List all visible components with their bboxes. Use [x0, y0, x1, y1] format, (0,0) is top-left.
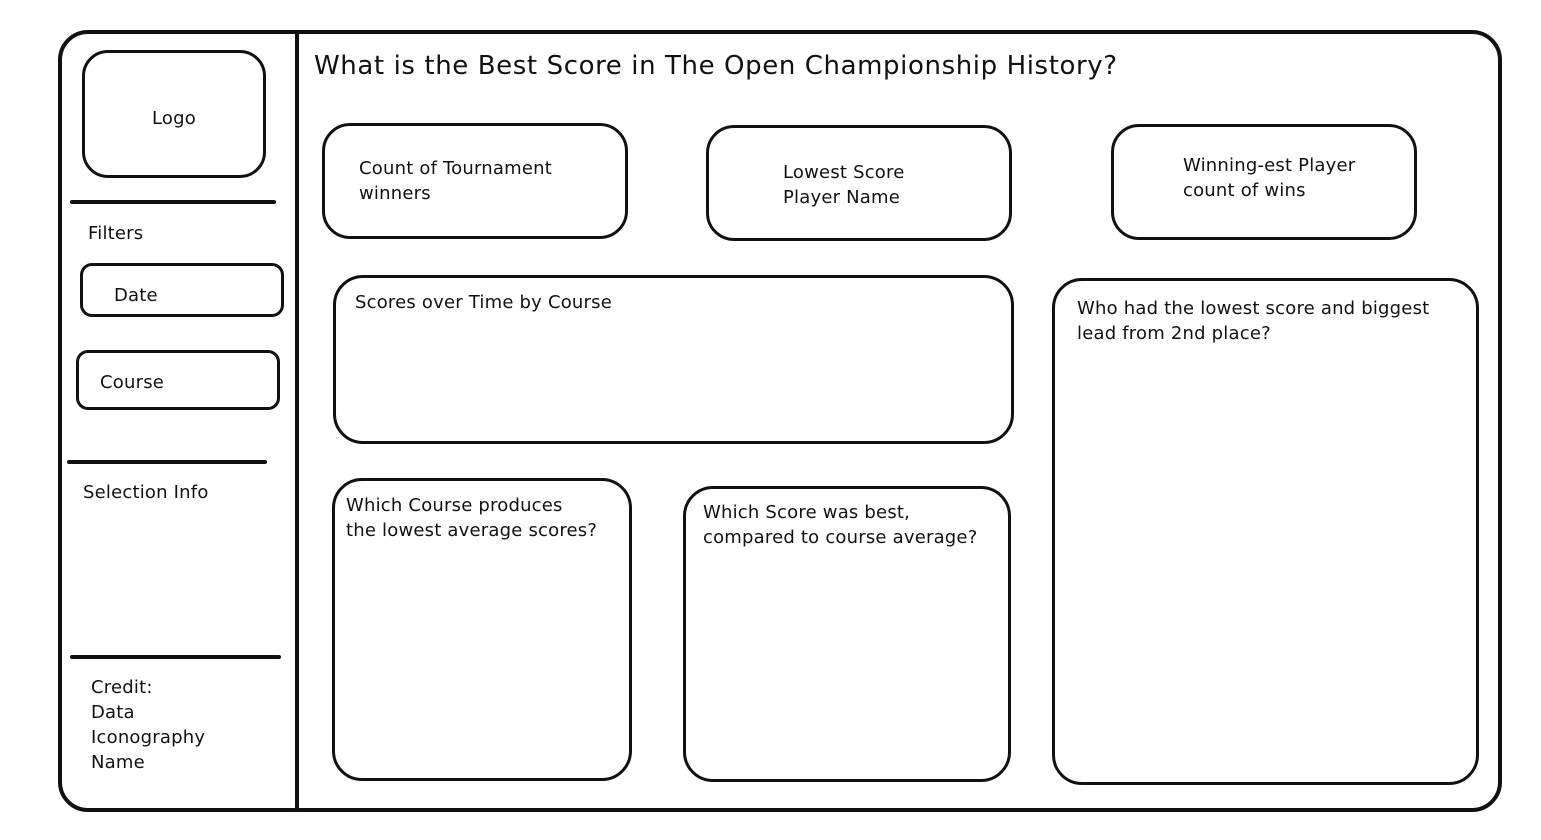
scores-over-time-panel: [333, 275, 1014, 444]
dashboard-title: What is the Best Score in The Open Champ…: [314, 51, 1118, 81]
filters-heading: Filters: [88, 223, 144, 244]
kpi-tournament-winners-card: [322, 123, 628, 239]
lowest-score-lead-title: Who had the lowest score and biggest lea…: [1077, 298, 1430, 344]
kpi-winningest-player-card: [1111, 124, 1417, 240]
kpi-lowest-score-label: Lowest Score Player Name: [783, 162, 905, 208]
best-vs-course-average-title: Which Score was best, compared to course…: [703, 502, 978, 548]
lowest-score-lead-panel: [1052, 278, 1479, 785]
sidebar-rule-bottom: [70, 655, 281, 659]
sidebar-divider: [295, 32, 299, 810]
dashboard-frame: [58, 30, 1502, 812]
sidebar-rule-middle: [67, 460, 267, 464]
date-filter-label: Date: [114, 285, 158, 306]
date-filter[interactable]: [80, 263, 284, 317]
logo-label: Logo: [152, 108, 196, 129]
course-filter[interactable]: [76, 350, 280, 410]
best-vs-course-average-panel: [683, 486, 1011, 782]
scores-over-time-title: Scores over Time by Course: [355, 292, 612, 313]
sidebar-rule-top: [70, 200, 276, 204]
kpi-lowest-score-card: [706, 125, 1012, 241]
credit-text: Credit: Data Iconography Name: [91, 677, 206, 773]
kpi-tournament-winners-label: Count of Tournament winners: [359, 158, 553, 204]
course-lowest-average-panel: [332, 478, 632, 781]
course-filter-label: Course: [100, 372, 165, 393]
kpi-winningest-player-label: Winning-est Player count of wins: [1183, 155, 1356, 201]
selection-info-heading: Selection Info: [83, 482, 209, 503]
course-lowest-average-title: Which Course produces the lowest average…: [346, 495, 598, 541]
logo-placeholder: [82, 50, 266, 178]
